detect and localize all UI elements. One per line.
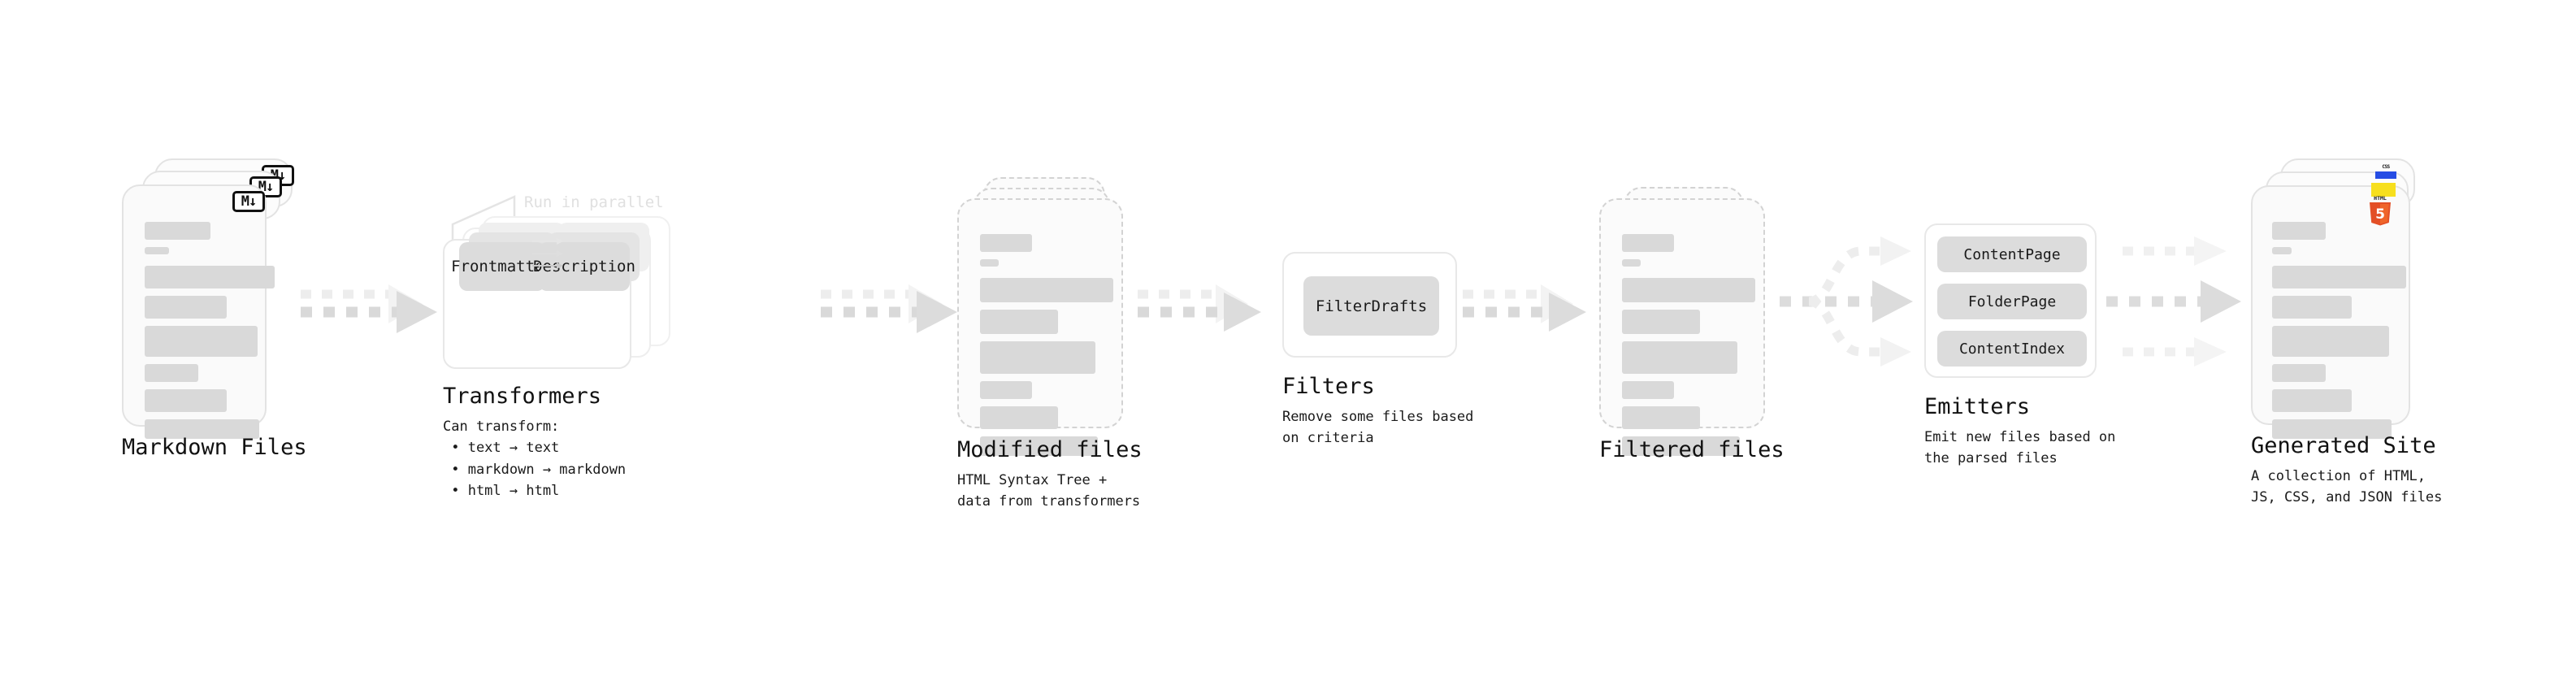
skeleton-line xyxy=(980,310,1059,334)
connector-md-to-transformers xyxy=(301,284,437,333)
skeleton-line xyxy=(2272,364,2326,382)
skeleton-lines xyxy=(145,222,275,446)
skeleton-line xyxy=(145,389,227,412)
skeleton-line xyxy=(145,419,260,439)
stage-subtitle-generated-site: A collection of HTML, JS, CSS, and JSON … xyxy=(2251,468,2443,506)
run-in-parallel-leader xyxy=(451,195,516,252)
skeleton-line xyxy=(1622,381,1675,399)
chip-frontmatter[interactable]: Frontmatter xyxy=(451,242,553,291)
generated-site-stack: CSS HTML 5 xyxy=(2251,158,2430,439)
css3-badge: CSS xyxy=(2375,164,2396,179)
skeleton-line xyxy=(980,259,1000,267)
emitters-group[interactable]: ContentPage FolderPage ContentIndex xyxy=(1924,223,2097,378)
filters-group[interactable]: FilterDrafts xyxy=(1282,252,1457,358)
skeleton-lines xyxy=(2272,222,2407,446)
transformer-group-front[interactable]: Frontmatter Description xyxy=(443,223,649,369)
chip-folderpage[interactable]: FolderPage xyxy=(1937,284,2087,319)
filtered-file-stack xyxy=(1599,187,1770,456)
stage-subtitle-transformers: Can transform: • text → text • markdown … xyxy=(443,419,627,500)
skeleton-line xyxy=(980,278,1113,302)
skeleton-line xyxy=(145,296,227,319)
annotation-run-in-parallel: Run in parallel xyxy=(524,193,664,211)
stage-title-transformers: Transformers xyxy=(443,384,602,409)
skeleton-line xyxy=(1622,234,1675,252)
chip-filterdrafts[interactable]: FilterDrafts xyxy=(1303,276,1439,336)
stage-modified-files: Modified files HTML Syntax Tree + data f… xyxy=(957,177,1143,510)
js-badge xyxy=(2371,183,2396,197)
stage-title-emitters: Emitters xyxy=(1924,394,2031,419)
chip-description[interactable]: Description xyxy=(533,242,635,291)
stage-subtitle-filters: Remove some files based on criteria xyxy=(1282,409,1474,447)
skeleton-line xyxy=(1622,436,1740,456)
skeleton-lines xyxy=(1622,234,1755,463)
connector-transformers-to-modified xyxy=(821,284,957,333)
stage-generated-site: CSS HTML 5 Generated Site A xyxy=(2251,158,2442,505)
skeleton-line xyxy=(2272,326,2390,357)
skeleton-line xyxy=(2272,247,2292,254)
skeleton-line xyxy=(1622,406,1701,429)
stage-title-filtered-files: Filtered files xyxy=(1599,437,1785,462)
stage-filtered-files: Filtered files xyxy=(1599,187,1785,462)
transformer-inner-arrows xyxy=(532,238,563,269)
svg-text:5: 5 xyxy=(2375,206,2385,223)
skeleton-line xyxy=(145,222,210,240)
svg-text:HTML: HTML xyxy=(2374,195,2387,202)
skeleton-line xyxy=(980,341,1095,374)
stage-title-modified-files: Modified files xyxy=(957,437,1143,462)
skeleton-line xyxy=(2272,266,2407,288)
skeleton-line xyxy=(145,326,258,357)
stage-title-filters: Filters xyxy=(1282,374,1375,399)
skeleton-line xyxy=(980,381,1033,399)
chip-contentindex[interactable]: ContentIndex xyxy=(1937,331,2087,367)
modified-file-stack xyxy=(957,177,1128,456)
stage-title-generated-site: Generated Site xyxy=(2251,433,2436,458)
stage-subtitle-emitters: Emit new files based on the parsed files xyxy=(1924,429,2116,467)
markdown-badge: M↓ xyxy=(232,191,265,212)
skeleton-lines xyxy=(980,234,1113,463)
chip-contentpage[interactable]: ContentPage xyxy=(1937,236,2087,272)
skeleton-line xyxy=(1622,310,1701,334)
skeleton-line xyxy=(1622,278,1755,302)
skeleton-line xyxy=(1622,259,1641,267)
skeleton-line xyxy=(145,266,275,288)
stage-title-markdown-files: Markdown Files xyxy=(122,435,307,460)
connector-filtered-to-emitters xyxy=(1780,236,1913,367)
stage-subtitle-modified-files: HTML Syntax Tree + data from transformer… xyxy=(957,472,1141,510)
skeleton-line xyxy=(2272,389,2352,412)
skeleton-line xyxy=(2272,296,2352,319)
stage-markdown-files: M↓ M↓ M↓ Markdown Files xyxy=(122,158,307,460)
skeleton-line xyxy=(145,364,198,382)
skeleton-line xyxy=(2272,419,2392,439)
skeleton-line xyxy=(980,234,1033,252)
skeleton-line xyxy=(980,436,1098,456)
skeleton-line xyxy=(1622,341,1737,374)
connector-emitters-to-site xyxy=(2106,236,2241,367)
html5-badge: HTML 5 xyxy=(2370,195,2391,226)
skeleton-line xyxy=(145,247,170,254)
connector-filters-to-filtered xyxy=(1463,284,1586,332)
skeleton-line xyxy=(2272,222,2326,240)
markdown-file-stack: M↓ M↓ M↓ xyxy=(122,158,294,439)
connector-modified-to-filters xyxy=(1138,284,1261,332)
skeleton-line xyxy=(980,406,1059,429)
